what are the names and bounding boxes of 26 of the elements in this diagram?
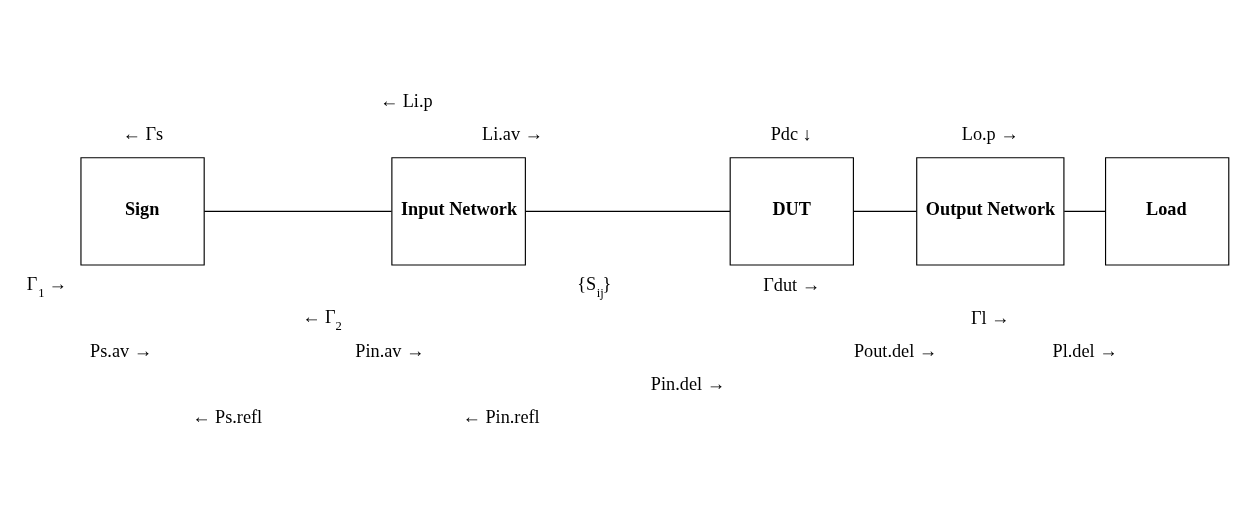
label: Ps.av →	[90, 340, 152, 361]
node-box: Output Network	[916, 156, 1065, 266]
label: Pl.del →	[1052, 340, 1118, 361]
connector	[852, 210, 918, 212]
label: ← Γ$_{2}$	[302, 306, 342, 333]
label: Li.av →	[482, 123, 543, 144]
connector	[203, 210, 393, 212]
label: ← Li.p	[379, 90, 433, 111]
label: Lo.p →	[961, 123, 1019, 144]
label: Γ$_{1}$ →	[26, 273, 67, 300]
label: Pdc ↓	[770, 123, 812, 144]
label: Γl →	[970, 307, 1010, 328]
node-box: DUT	[729, 156, 854, 266]
label: ← Pin.refl	[462, 406, 540, 427]
label: Pin.av →	[355, 340, 425, 361]
node-box: Sign	[80, 156, 205, 266]
connector	[524, 210, 731, 212]
node-box: Load	[1105, 156, 1230, 266]
connector	[1063, 210, 1106, 212]
label: Pin.del →	[650, 373, 725, 394]
label: ← Γs	[122, 123, 164, 144]
label: Pout.del →	[853, 340, 938, 361]
label: {S$_{ij}$}	[577, 273, 612, 300]
node-box: Input Network	[391, 156, 526, 266]
label: Γdut →	[763, 274, 820, 295]
label: ← Ps.refl	[192, 406, 263, 427]
